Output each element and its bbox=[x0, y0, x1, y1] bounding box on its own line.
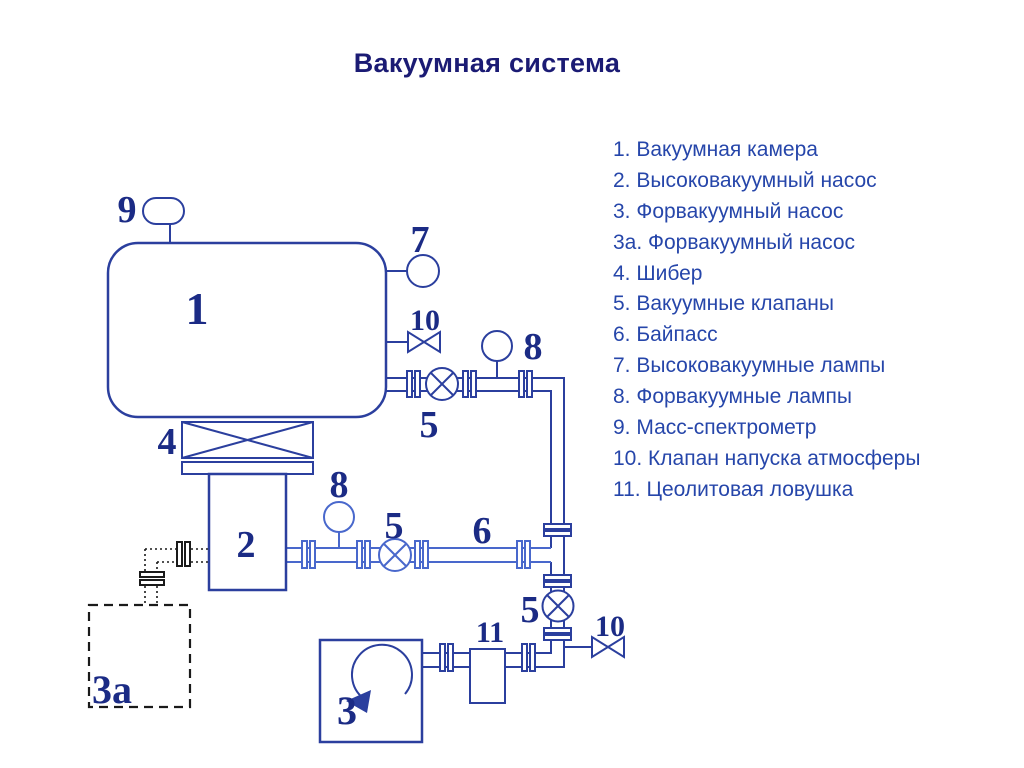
legend-item: 1. Вакуумная камера bbox=[613, 138, 818, 161]
label-alt-fore-vacuum-pump: 3а bbox=[92, 667, 132, 712]
label-mass-spectrometer: 9 bbox=[118, 189, 137, 231]
vacuum-chamber bbox=[106, 241, 388, 419]
fore-vacuum-pump bbox=[318, 638, 424, 744]
label-air-valve-bottom: 10 bbox=[595, 610, 625, 643]
label-valve-mid: 5 bbox=[385, 505, 404, 547]
rotation-arrow bbox=[350, 643, 413, 699]
label-vacuum-chamber: 1 bbox=[186, 283, 209, 334]
label-air-valve-top: 10 bbox=[410, 304, 440, 337]
legend-item: 11. Цеолитовая ловушка bbox=[613, 477, 854, 501]
high-vacuum-pump bbox=[207, 472, 288, 592]
legend-item: 9. Масс-спектрометр bbox=[613, 416, 817, 440]
top-line-fittings bbox=[406, 330, 533, 401]
alt-fore-vacuum-pump bbox=[87, 603, 192, 709]
label-gate-valve: 4 bbox=[158, 421, 177, 463]
gate-valve bbox=[181, 421, 314, 475]
bottom-line-fittings bbox=[439, 643, 536, 704]
label-high-vacuum-lamp: 7 bbox=[411, 219, 430, 261]
legend-item: 7. Высоковакуумные лампы bbox=[613, 354, 886, 378]
mass-spectrometer bbox=[142, 197, 185, 243]
legend-item: 6. Байпасс bbox=[613, 323, 718, 347]
air-inlet-valve-top bbox=[386, 330, 441, 354]
right-line-fittings bbox=[541, 523, 625, 659]
legend-item: 4. Шибер bbox=[613, 261, 703, 285]
legend-item: 2. Высоковакуумный насос bbox=[613, 168, 877, 192]
label-valve-right: 5 bbox=[521, 589, 540, 631]
fore-vacuum-lamp-top bbox=[481, 330, 513, 362]
label-high-vacuum-pump: 2 bbox=[237, 524, 256, 566]
page-title: Вакуумная система bbox=[353, 48, 621, 78]
alt-pump-connection bbox=[87, 541, 209, 709]
label-fore-lamp-mid: 8 bbox=[330, 464, 349, 506]
legend: 1. Вакуумная камера 2. Высоковакуумный н… bbox=[613, 135, 920, 506]
label-fore-vacuum-pump: 3 bbox=[337, 688, 357, 733]
label-fore-lamp-top: 8 bbox=[524, 326, 543, 368]
bypass-fittings bbox=[301, 501, 531, 572]
legend-item: 3а. Форвакуумный насос bbox=[613, 230, 856, 254]
zeolite-trap bbox=[469, 648, 506, 704]
legend-item: 3. Форвакуумный насос bbox=[613, 199, 844, 223]
legend-item: 8. Форвакуумные лампы bbox=[613, 385, 852, 409]
air-inlet-valve-bottom bbox=[591, 635, 610, 659]
fore-vacuum-lamp-mid bbox=[323, 501, 355, 533]
label-valve-top: 5 bbox=[420, 404, 439, 446]
legend-item: 5. Вакуумные клапаны bbox=[613, 292, 834, 316]
label-zeolite-trap: 11 bbox=[476, 616, 504, 649]
label-bypass: 6 bbox=[473, 510, 492, 552]
high-vacuum-lamp bbox=[386, 254, 440, 288]
legend-item: 10. Клапан напуска атмосферы bbox=[613, 446, 921, 470]
